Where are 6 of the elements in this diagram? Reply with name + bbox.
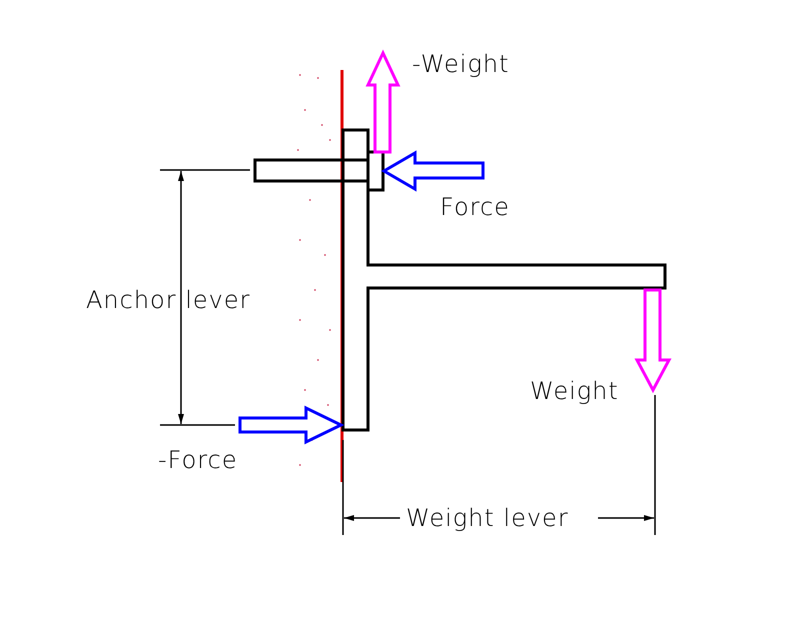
force-label: -Force (158, 446, 238, 474)
force-label: Force (440, 193, 510, 221)
dimension-label: Weight lever (406, 504, 569, 532)
force-label: Weight (530, 377, 619, 405)
force-label: -Weight (412, 50, 510, 78)
dimension-label: Anchor lever (86, 286, 250, 314)
